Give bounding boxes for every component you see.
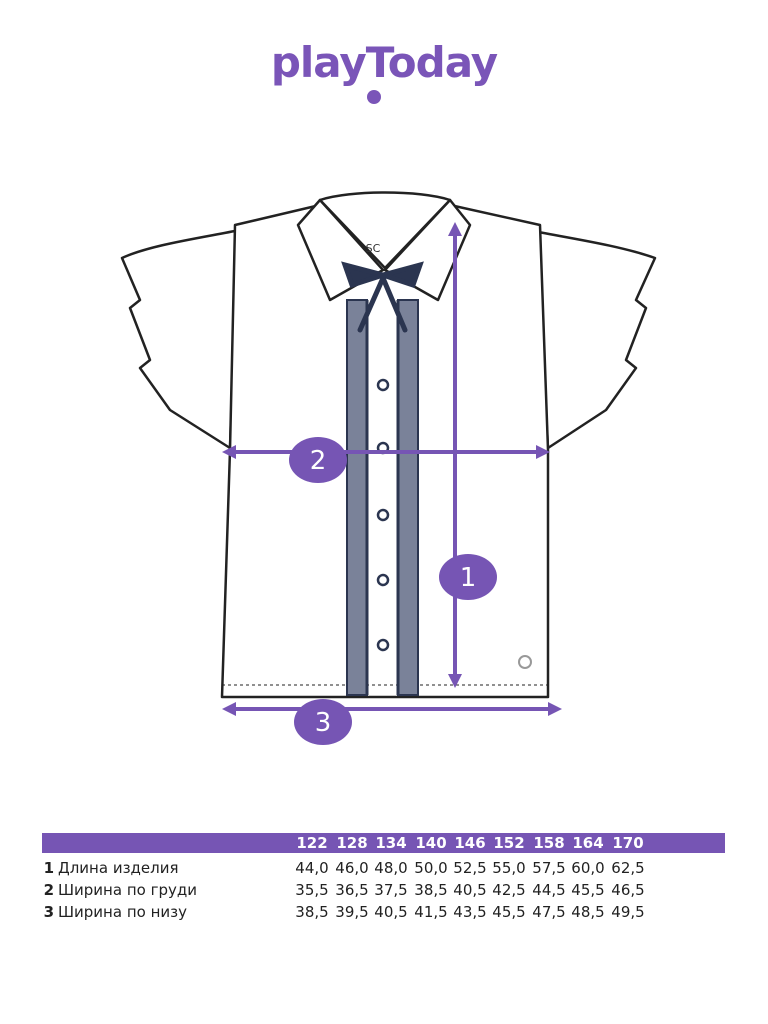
- table-cell: 48,0: [374, 859, 408, 877]
- size-header-row: 122 128 134 140 146 152 158 164 170: [42, 833, 725, 853]
- row-number: 1: [43, 859, 54, 877]
- table-cell: 57,5: [532, 859, 566, 877]
- table-cell: 42,5: [492, 881, 526, 899]
- table-cell: 60,0: [571, 859, 605, 877]
- table-cell: 36,5: [335, 881, 369, 899]
- table-cell: 52,5: [453, 859, 487, 877]
- placket: [346, 299, 419, 696]
- size-header: 128: [336, 834, 368, 852]
- table-cell: 43,5: [453, 903, 487, 921]
- collar-band: [318, 191, 452, 270]
- bow: [341, 261, 424, 333]
- table-cell: 44,0: [295, 859, 329, 877]
- size-header: 140: [415, 834, 447, 852]
- size-header: 122: [296, 834, 328, 852]
- brand-emblem: [518, 655, 532, 669]
- table-cell: 45,5: [492, 903, 526, 921]
- size-header: 158: [533, 834, 565, 852]
- garment-sketch: SC 2 1 3: [120, 191, 657, 745]
- right-sleeve: [526, 228, 657, 450]
- size-header: 170: [612, 834, 644, 852]
- size-header: 146: [454, 834, 486, 852]
- table-cell: 40,5: [453, 881, 487, 899]
- table-cell: 38,5: [295, 903, 329, 921]
- logo-dot: [367, 90, 381, 104]
- table-cell: 41,5: [414, 903, 448, 921]
- left-sleeve: [120, 228, 242, 450]
- row-label: Ширина по груди: [58, 881, 197, 899]
- table-cell: 44,5: [532, 881, 566, 899]
- table-cell: 55,0: [492, 859, 526, 877]
- table-cell: 47,5: [532, 903, 566, 921]
- table-cell: 45,5: [571, 881, 605, 899]
- table-cell: 48,5: [571, 903, 605, 921]
- size-header: 134: [375, 834, 407, 852]
- table-cell: 50,0: [414, 859, 448, 877]
- marker-3-label: 3: [315, 708, 332, 738]
- marker-2-label: 2: [310, 446, 327, 476]
- brand-logo: playToday: [270, 38, 498, 87]
- marker-1: [439, 554, 497, 600]
- marker-2: [289, 437, 347, 483]
- marker-1-label: 1: [460, 563, 477, 593]
- table-cell: 62,5: [611, 859, 645, 877]
- size-header: 164: [572, 834, 604, 852]
- row-number: 2: [43, 881, 54, 899]
- table-cell: 37,5: [374, 881, 408, 899]
- table-cell: 35,5: [295, 881, 329, 899]
- table-cell: 46,5: [611, 881, 645, 899]
- row-label: Ширина по низу: [58, 903, 187, 921]
- marker-3: [294, 699, 352, 745]
- table-cell: 46,0: [335, 859, 369, 877]
- size-header: 152: [493, 834, 525, 852]
- table-cell: 40,5: [374, 903, 408, 921]
- row-number: 3: [43, 903, 54, 921]
- row-label: Длина изделия: [58, 859, 179, 877]
- table-cell: 38,5: [414, 881, 448, 899]
- label-tag: SC: [366, 242, 381, 255]
- table-cell: 49,5: [611, 903, 645, 921]
- table-cell: 39,5: [335, 903, 369, 921]
